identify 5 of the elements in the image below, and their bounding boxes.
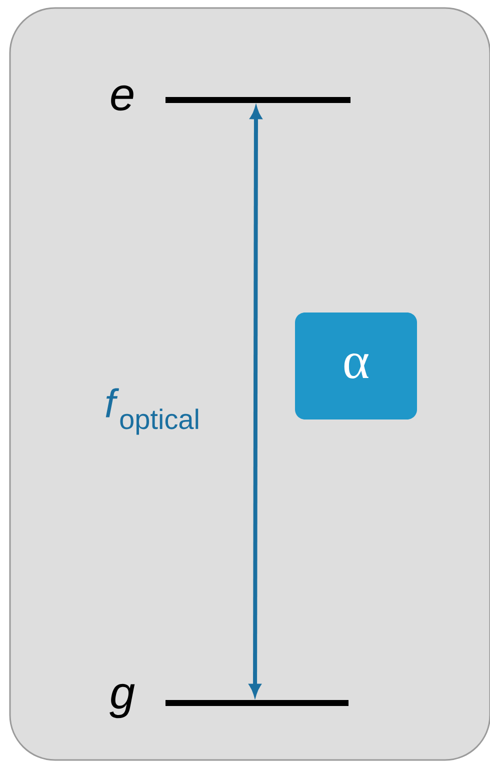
edge-label: f$_{optical}$: [106, 388, 198, 435]
level-label: e: [111, 85, 134, 111]
card-background: [9, 7, 490, 761]
level-label: g: [110, 684, 135, 718]
symbol-box: α: [295, 312, 417, 420]
